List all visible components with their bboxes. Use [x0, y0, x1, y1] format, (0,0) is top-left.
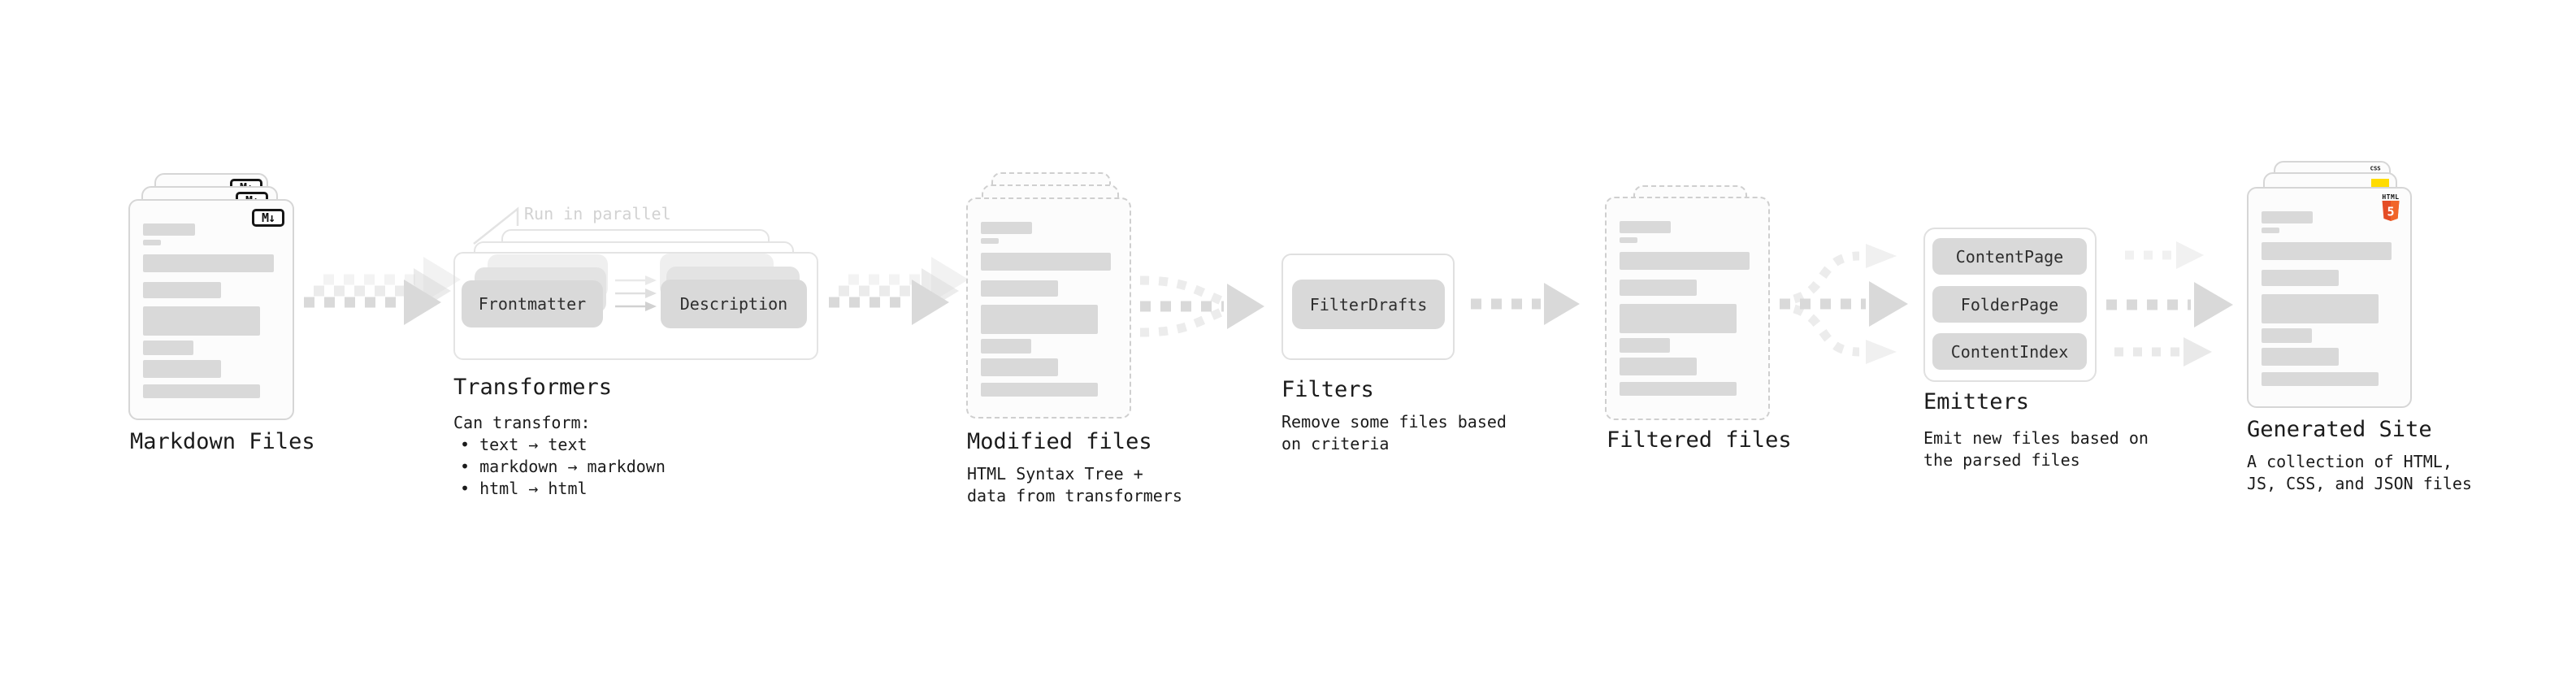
arrow-transformers-to-modified	[829, 257, 969, 325]
modified-file-front	[966, 197, 1131, 419]
filtered-files-label: Filtered files	[1607, 427, 1792, 453]
skeleton-line	[1620, 304, 1737, 333]
modified-files-desc: data from transformers	[967, 486, 1182, 505]
transformers-bullet: • html → html	[460, 479, 588, 498]
arrow-filters-to-filtered	[1471, 283, 1580, 325]
generated-file-html: HTML 5	[2247, 187, 2412, 408]
filters-desc: Remove some files based	[1281, 412, 1507, 432]
skeleton-line	[981, 358, 1059, 376]
skeleton-line	[2262, 372, 2379, 386]
filterdrafts-box: FilterDrafts	[1292, 280, 1445, 329]
emitters-desc: Emit new files based on	[1923, 428, 2149, 448]
transformers-desc-heading: Can transform:	[453, 413, 591, 432]
skeleton-line	[981, 280, 1059, 297]
transformers-bullet: • text → text	[460, 435, 588, 454]
contentindex-box: ContentIndex	[1932, 333, 2087, 370]
transformers-bullet: • markdown → markdown	[460, 457, 666, 476]
skeleton-line	[2262, 294, 2379, 323]
skeleton-line	[981, 383, 1098, 397]
skeleton-line	[143, 240, 161, 245]
skeleton-line	[143, 340, 194, 355]
description-box: Description	[661, 280, 807, 328]
generated-site-desc: JS, CSS, and JSON files	[2247, 474, 2472, 493]
html5-badge: HTML 5	[2381, 193, 2400, 223]
skeleton-line	[981, 339, 1031, 354]
skeleton-line	[2262, 242, 2392, 260]
skeleton-line	[143, 360, 221, 378]
skeleton-line	[2262, 270, 2340, 286]
html5-number: 5	[2387, 205, 2394, 219]
markdown-file-front: M↓	[128, 199, 294, 420]
skeleton-line	[2262, 348, 2340, 366]
skeleton-line	[143, 282, 221, 298]
skeleton-line	[981, 253, 1112, 271]
emitters-label: Emitters	[1923, 389, 2030, 414]
modified-files-desc: HTML Syntax Tree +	[967, 464, 1143, 484]
skeleton-line	[143, 254, 275, 272]
skeleton-line	[1620, 237, 1637, 243]
skeleton-line	[1620, 252, 1750, 270]
run-in-parallel-note: Run in parallel	[524, 204, 671, 223]
emitters-desc: the parsed files	[1923, 450, 2080, 470]
skeleton-line	[1620, 221, 1672, 233]
transformers-label: Transformers	[453, 375, 613, 400]
filtered-file-front	[1605, 197, 1770, 420]
arrow-modified-to-filters	[1139, 275, 1264, 337]
contentpage-box: ContentPage	[1932, 238, 2087, 275]
modified-files-label: Modified files	[967, 429, 1152, 454]
filters-label: Filters	[1281, 377, 1374, 402]
filters-desc: on criteria	[1281, 434, 1390, 453]
arrow-emitters-to-generated	[2106, 241, 2233, 367]
skeleton-line	[2262, 228, 2279, 233]
skeleton-line	[1620, 358, 1698, 375]
generated-site-desc: A collection of HTML,	[2247, 452, 2452, 471]
skeleton-line	[1620, 382, 1737, 396]
arrow-filtered-to-emitters	[1780, 244, 1908, 364]
js-badge	[2371, 179, 2389, 188]
skeleton-line	[143, 384, 261, 398]
markdown-icon: M↓	[252, 209, 284, 227]
skeleton-line	[981, 222, 1033, 234]
html5-shield-icon: 5	[2382, 201, 2400, 221]
generated-site-label: Generated Site	[2247, 417, 2432, 442]
skeleton-line	[2262, 328, 2312, 343]
skeleton-line	[981, 238, 999, 244]
skeleton-line	[143, 306, 261, 336]
skeleton-line	[1620, 280, 1698, 296]
frontmatter-box: Frontmatter	[462, 280, 603, 327]
css-badge-label: CSS	[2370, 166, 2381, 172]
arrow-markdown-to-transformers	[304, 257, 461, 325]
markdown-files-label: Markdown Files	[130, 429, 315, 454]
skeleton-line	[981, 305, 1098, 334]
html5-badge-label: HTML	[2382, 193, 2400, 201]
skeleton-line	[2262, 211, 2314, 223]
folderpage-box: FolderPage	[1932, 286, 2087, 323]
skeleton-line	[143, 223, 195, 236]
skeleton-line	[1620, 338, 1670, 353]
